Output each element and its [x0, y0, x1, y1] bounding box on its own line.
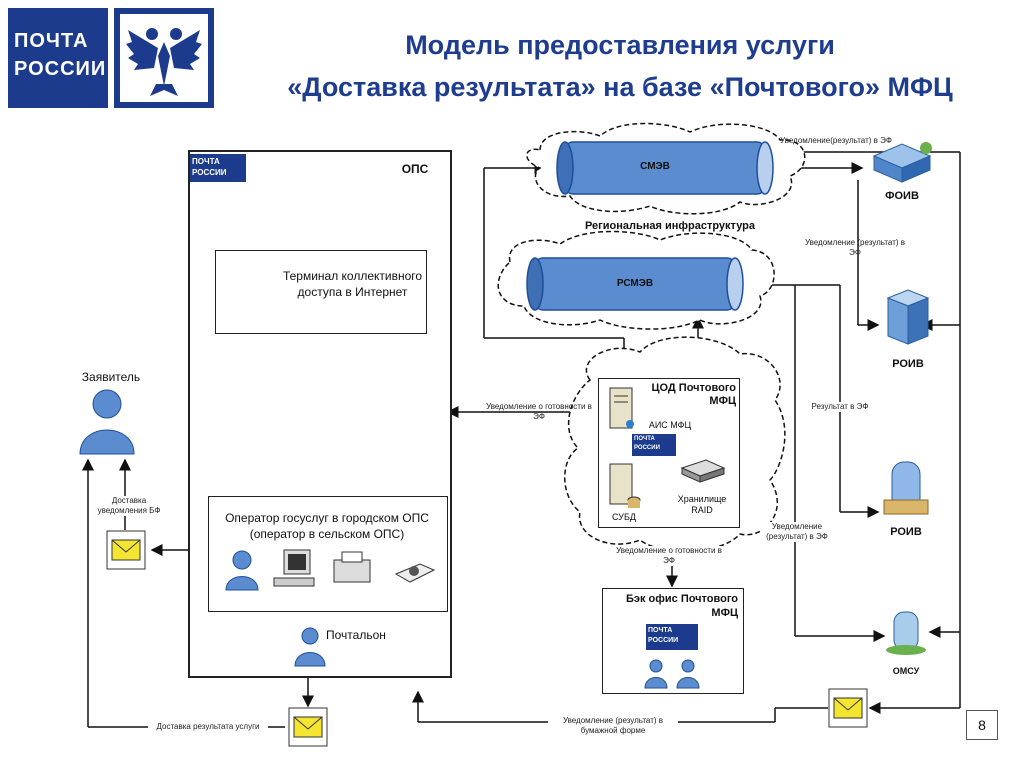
backoffice-logo-line1: ПОЧТА: [648, 627, 673, 634]
operator-label: Оператор госуслуг в городском ОПС (опера…: [225, 511, 429, 541]
envelope-icon: [828, 688, 868, 728]
page-number: 8: [978, 717, 986, 733]
delivery-result-label: Доставка результата услуги: [148, 722, 268, 732]
page-number-box: 8: [966, 710, 998, 740]
notify-result-ef-low-label: Уведомление (результат) в ЭФ: [762, 522, 832, 542]
server-icon: [609, 387, 634, 429]
notify-ready-bottom-label: Уведомление о готовности в ЭФ: [614, 546, 724, 566]
ops-logo-line1: ПОЧТА: [192, 157, 220, 166]
roiv1-label: РОИВ: [892, 358, 924, 370]
scanner-icon: [394, 563, 436, 583]
ops-title: ОПС: [401, 162, 429, 176]
printer-icon: [333, 551, 371, 583]
eagle-emblem: [114, 8, 214, 108]
ais-logo-line2: РОССИИ: [634, 445, 660, 451]
roiv-building-icon: [886, 289, 930, 345]
ops-logo-line2: РОССИИ: [192, 168, 227, 177]
regional-label: Региональная инфраструктура: [584, 220, 756, 232]
subd-label: СУБД: [612, 512, 636, 522]
person-icon: [225, 550, 259, 591]
backoffice-people-icon: [644, 659, 700, 689]
smev-label: СМЭВ: [640, 161, 670, 172]
rsmev-cylinder: [526, 257, 744, 311]
operator-icons: [225, 549, 436, 591]
terminal-box: [215, 250, 427, 334]
cod-title: ЦОД Почтового МФЦ: [651, 382, 736, 407]
ais-logo: ПОЧТА РОССИИ: [632, 434, 676, 456]
eagle-icon: [120, 14, 208, 102]
omsu-label: ОМСУ: [892, 666, 920, 676]
title-line1: Модель предоставления услуги: [405, 30, 835, 60]
roiv2-label: РОИВ: [890, 526, 922, 538]
envelope-icon: [106, 530, 146, 570]
backoffice-logo: ПОЧТА РОССИИ: [646, 624, 698, 650]
applicant-icon: [79, 389, 135, 455]
logo-line2: РОССИИ: [14, 58, 107, 80]
database-server-icon: [609, 463, 641, 508]
pc-icon: [273, 549, 315, 587]
pochta-logo: ПОЧТА РОССИИ: [8, 8, 108, 108]
storage-icon: [680, 459, 726, 483]
postman-label: Почтальон: [326, 628, 386, 642]
ais-label: АИС МФЦ: [648, 420, 692, 430]
storage-label: Хранилище RAID: [677, 494, 727, 515]
backoffice-logo-line2: РОССИИ: [648, 637, 679, 644]
ais-logo-line1: ПОЧТА: [634, 436, 655, 442]
roiv-tower-icon: [883, 461, 929, 515]
logo-line1: ПОЧТА: [14, 30, 89, 52]
notify-paper-label: Уведомление (результат) в бумажной форме: [548, 716, 678, 736]
smev-cylinder: [556, 141, 774, 195]
notify-result-ef-top-label: Уведомление(результат) в ЭФ: [780, 136, 892, 145]
applicant-label: Заявитель: [81, 370, 141, 384]
delivery-bf-label: Доставка уведомления БФ: [94, 496, 164, 516]
rsmev-label: РСМЭВ: [616, 278, 654, 289]
ops-logo: ПОЧТА РОССИИ: [190, 154, 246, 182]
notify-result-ef-mid-label: Уведомление (результат) в ЭФ: [804, 238, 905, 257]
backoffice-title: Бэк офис Почтового МФЦ: [626, 593, 739, 619]
foiv-building-icon: [872, 142, 932, 183]
result-ef-label: Результат в ЭФ: [800, 402, 880, 412]
envelope-icon: [288, 707, 328, 747]
title-line2: «Доставка результата» на базе «Почтового…: [287, 72, 953, 102]
terminal-label: Терминал коллективного доступа в Интерне…: [282, 269, 423, 299]
postman-icon: [294, 627, 326, 667]
foiv-label: ФОИВ: [885, 190, 919, 202]
omsu-building-icon: [886, 611, 926, 655]
notify-ready-left-label: Уведомление о готовности в ЭФ: [486, 402, 592, 421]
